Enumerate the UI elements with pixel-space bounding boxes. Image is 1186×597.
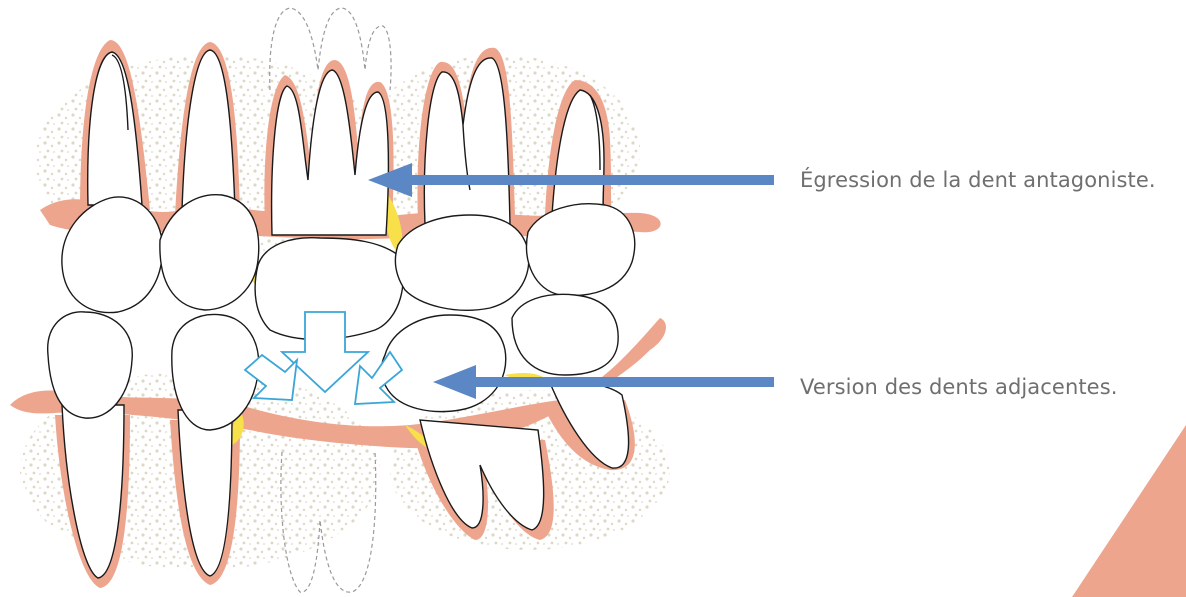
label-adjacent-tilt: Version des dents adjacentes.: [800, 375, 1118, 399]
corner-triangle: [1072, 425, 1186, 597]
label-antagonist-egression: Égression de la dent antagoniste.: [800, 168, 1156, 192]
